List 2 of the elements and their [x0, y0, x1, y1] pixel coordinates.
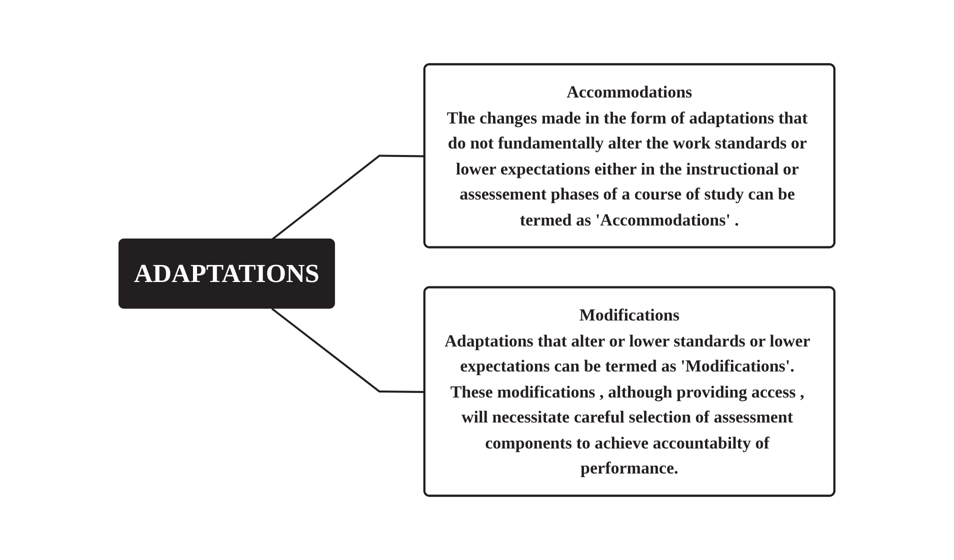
connector [272, 154, 426, 240]
connector [272, 308, 426, 393]
